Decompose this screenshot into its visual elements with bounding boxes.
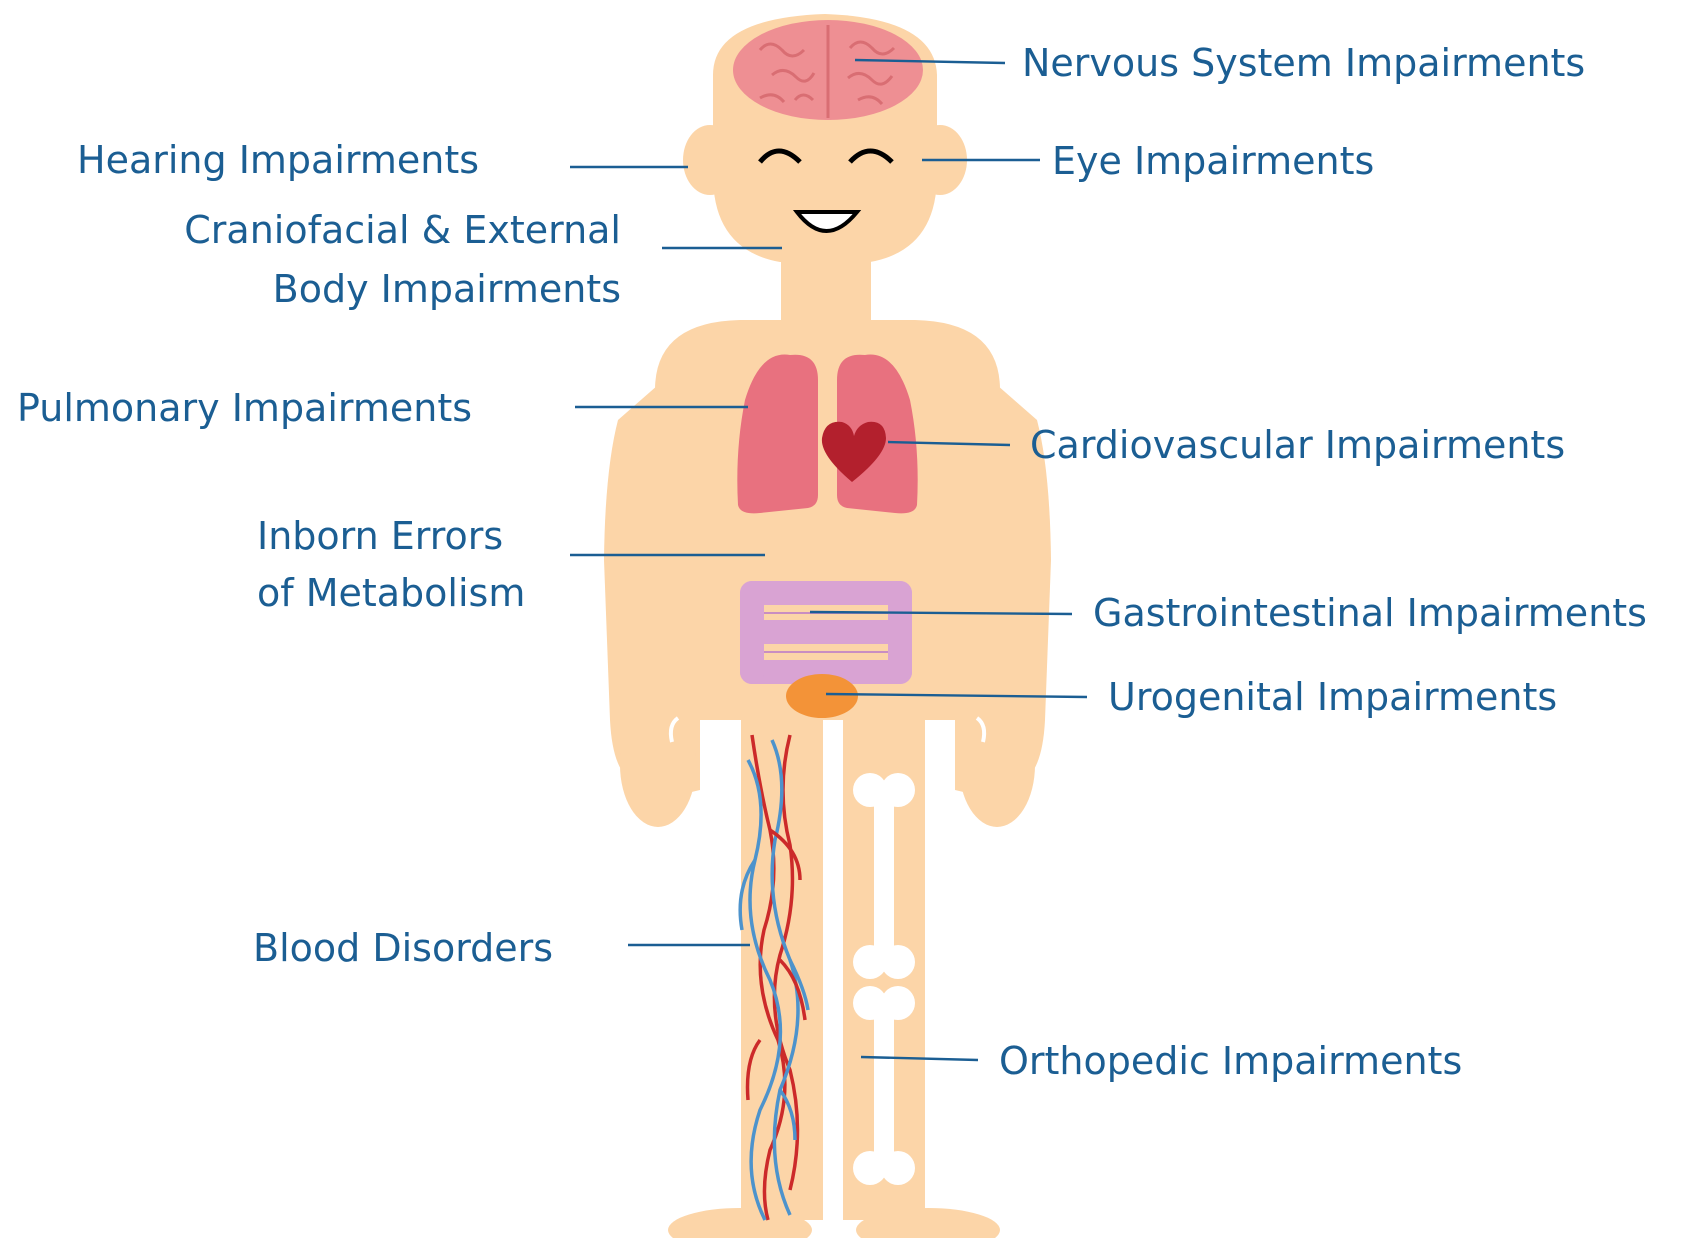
label-nervous: Nervous System Impairments [1022,35,1585,92]
bladder [786,674,858,718]
label-craniofacial-line1: Craniofacial & External [184,202,621,259]
label-gastro: Gastrointestinal Impairments [1093,585,1647,642]
label-hearing: Hearing Impairments [77,132,479,189]
label-pulmonary: Pulmonary Impairments [17,380,472,437]
label-eye: Eye Impairments [1052,133,1374,190]
label-inborn-line2: of Metabolism [257,565,525,622]
label-blood: Blood Disorders [253,920,553,977]
label-craniofacial-line2: Body Impairments [273,261,621,318]
ear-left [683,125,737,195]
label-urogenital: Urogenital Impairments [1108,669,1557,726]
hand-left [620,703,696,827]
intestines [752,593,900,672]
brain [733,20,923,120]
label-cardiovascular: Cardiovascular Impairments [1030,417,1565,474]
hand-right [959,703,1035,827]
leg-gap [823,725,843,1238]
label-inborn-line1: Inborn Errors [257,508,503,565]
label-orthopedic: Orthopedic Impairments [999,1033,1462,1090]
